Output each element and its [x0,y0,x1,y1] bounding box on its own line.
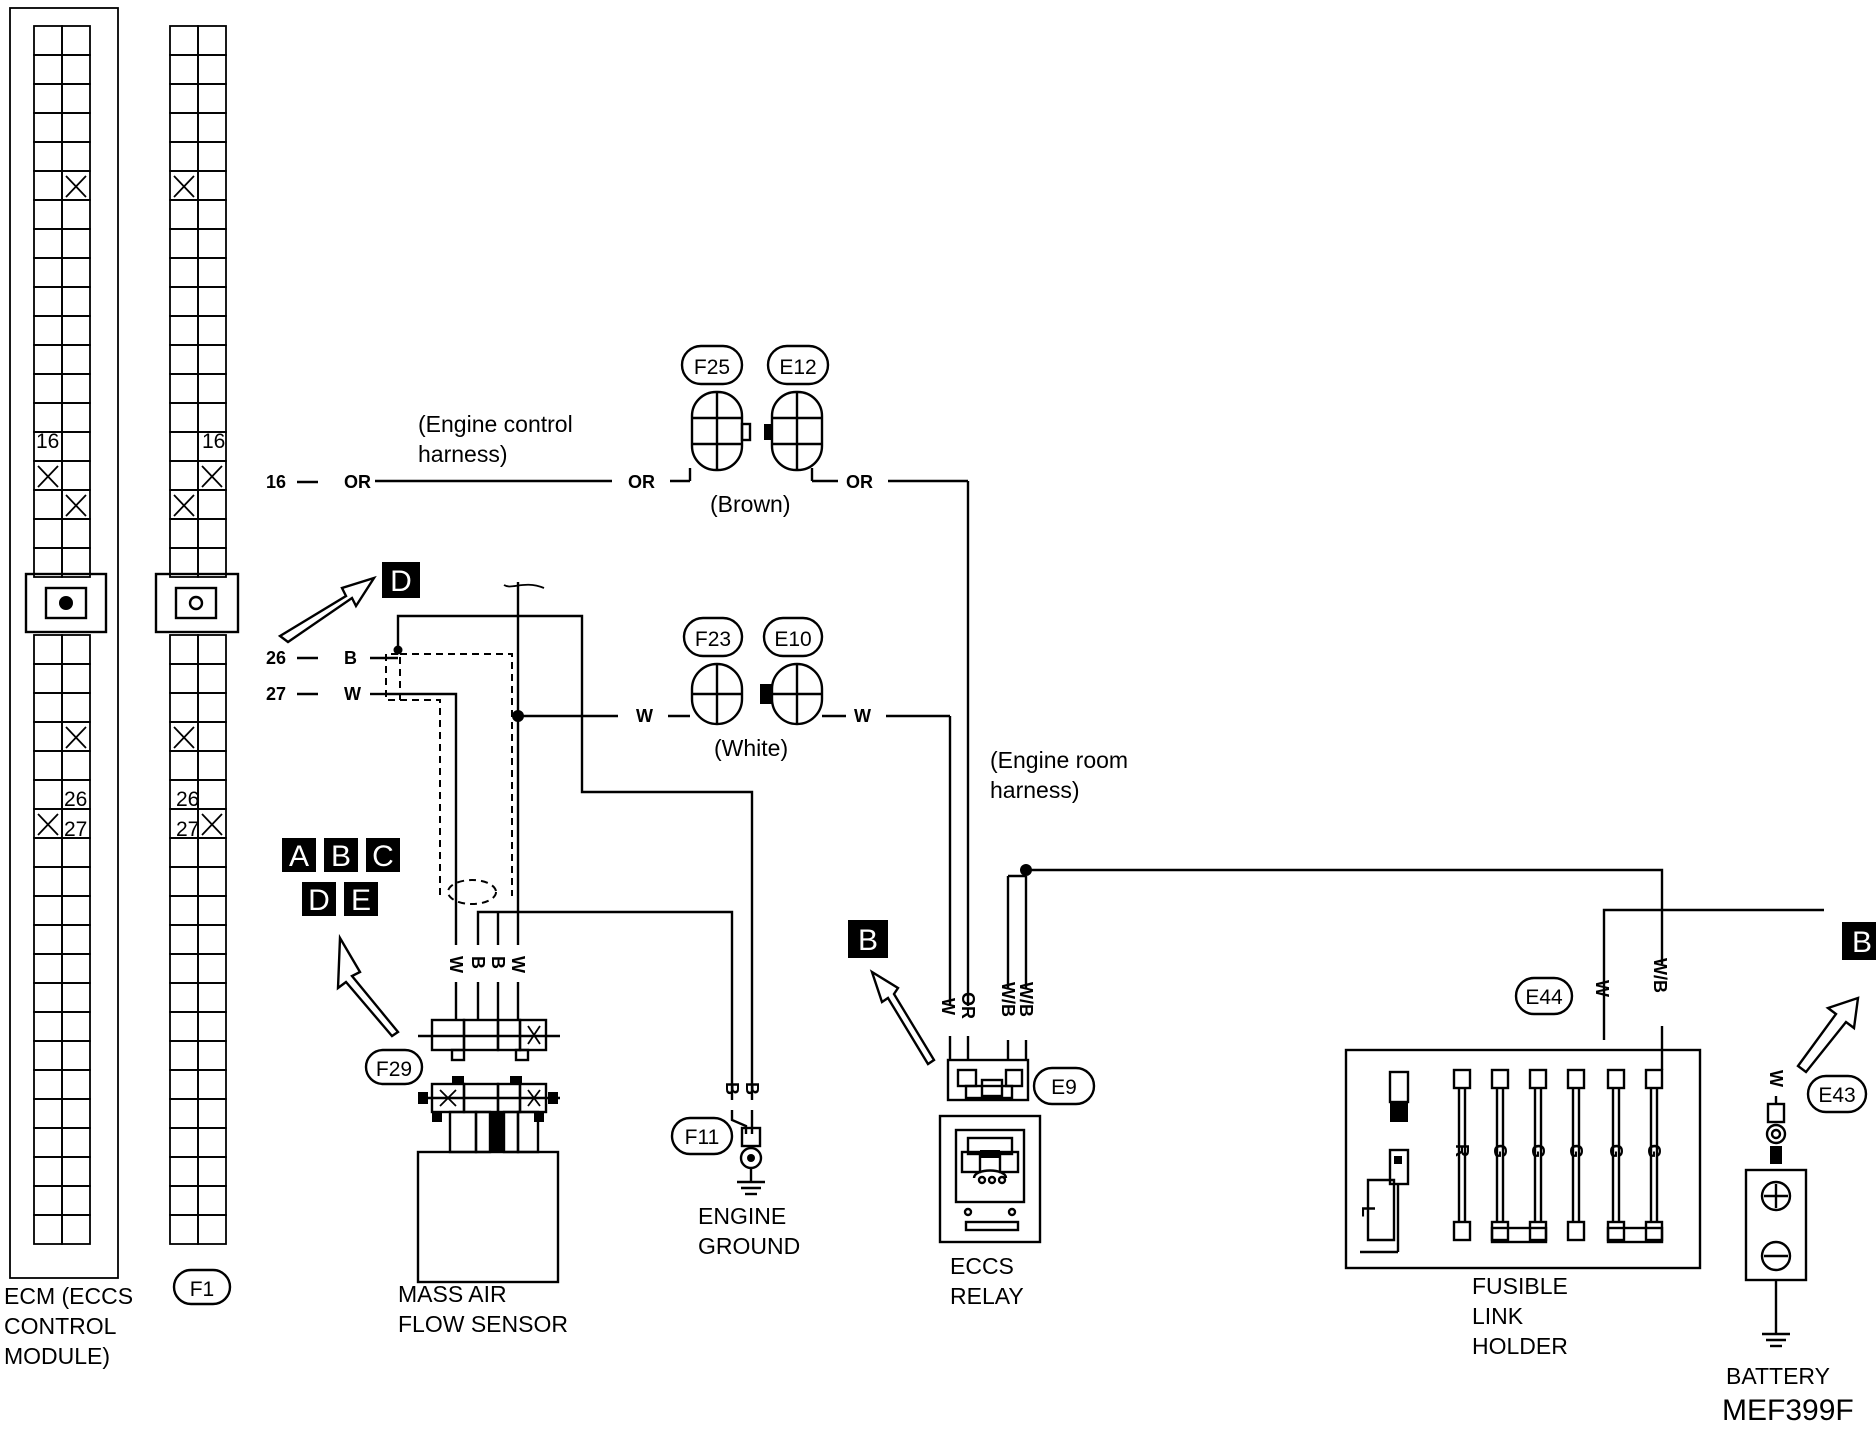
svg-text:B: B [742,1082,762,1095]
svg-text:B: B [331,840,351,873]
f1-pin-27: 27 [176,818,199,841]
connector-f23: F23 [682,616,744,726]
svg-text:BATTERY: BATTERY [1726,1363,1830,1389]
svg-text:W: W [938,998,958,1015]
svg-text:F1: F1 [190,1278,215,1301]
wire-or-3: OR [846,472,873,492]
battery: B E43 W BATTERY [1726,922,1876,1389]
terminal-27: 27 [266,684,286,704]
svg-text:E10: E10 [774,628,811,651]
engine-room-harness-2: harness) [990,777,1079,803]
svg-text:E: E [351,884,371,917]
svg-text:F29: F29 [376,1058,412,1081]
ref-abcde: A B C D E [282,838,400,1038]
maf-connector: F29 [364,1018,560,1284]
svg-text:MODULE): MODULE) [4,1343,110,1369]
svg-text:B: B [1852,926,1872,959]
svg-text:A: A [289,840,309,873]
engine-ground: B B F11 ENGINE GROUND [670,1082,800,1259]
svg-text:L: L [1358,1206,1378,1217]
svg-text:W/B: W/B [1016,982,1036,1017]
svg-text:W/B: W/B [998,982,1018,1017]
svg-text:W/B: W/B [1650,958,1670,993]
f1-connector-id: F1 [172,1268,232,1306]
svg-text:ECM (ECCS: ECM (ECCS [4,1283,133,1309]
svg-text:GROUND: GROUND [698,1233,800,1259]
maf-wire-labels: W B B W [446,956,528,973]
svg-text:W: W [446,956,466,973]
fuse-label: G [1490,1144,1510,1158]
ecm-pin-16: 16 [36,430,59,453]
fusible-link-holder: E44 W W/B L R G G G G G FUSIBLE LINK HOLDER [1344,958,1702,1359]
ref-d-arrow: D [277,562,420,644]
wire-w-1: W [344,684,361,704]
wire-w-3: W [854,706,871,726]
connector-e12: E12 [764,344,830,472]
fuse-label: G [1606,1144,1626,1158]
fuse-label: R [1452,1144,1472,1157]
ecm-label: ECM (ECCS CONTROL MODULE) [4,1283,133,1369]
ecm-connector: 16 26 27 [9,7,119,1279]
svg-text:W: W [1592,980,1612,997]
svg-text:RELAY: RELAY [950,1283,1024,1309]
f1-pin-26: 26 [176,788,199,811]
white-label: (White) [714,735,788,761]
wire-or-1: OR [344,472,371,492]
brown-label: (Brown) [710,491,791,517]
svg-text:B: B [488,956,508,969]
svg-text:E12: E12 [779,356,816,379]
terminal-26: 26 [266,648,286,668]
svg-text:B: B [722,1082,742,1095]
fuse-label: G [1644,1144,1664,1158]
wire-w-2: W [636,706,653,726]
svg-text:MASS AIR: MASS AIR [398,1281,507,1307]
engine-control-harness-1: (Engine control [418,411,573,437]
svg-text:C: C [372,840,394,873]
svg-text:E44: E44 [1525,986,1563,1009]
svg-text:ECCS: ECCS [950,1253,1014,1279]
figure-code: MEF399F [1722,1394,1854,1427]
wire-b-1: B [344,648,357,668]
svg-text:F23: F23 [695,628,731,651]
svg-text:F25: F25 [694,356,730,379]
svg-text:OR: OR [958,992,978,1019]
svg-text:CONTROL: CONTROL [4,1313,117,1339]
f1-connector: 16 26 27 [154,25,240,1245]
svg-text:B: B [858,924,878,957]
connector-f25: F25 [680,344,752,472]
svg-text:E9: E9 [1051,1076,1077,1099]
ecm-pin-26: 26 [64,788,87,811]
connector-e10: E10 [760,616,824,726]
svg-text:ENGINE: ENGINE [698,1203,786,1229]
wire-or-2: OR [628,472,655,492]
svg-text:FLOW SENSOR: FLOW SENSOR [398,1311,568,1337]
svg-text:D: D [308,884,330,917]
maf-label: MASS AIR FLOW SENSOR [398,1281,568,1337]
fuse-label: G [1566,1144,1586,1158]
eccs-relay: B W OR W/B W/B E9 ECCS RE [848,864,1096,1309]
svg-text:D: D [390,565,412,598]
engine-room-harness-1: (Engine room [990,747,1128,773]
svg-text:LINK: LINK [1472,1303,1524,1329]
svg-text:W: W [508,956,528,973]
svg-text:FUSIBLE: FUSIBLE [1472,1273,1568,1299]
svg-text:B: B [468,956,488,969]
svg-text:HOLDER: HOLDER [1472,1333,1568,1359]
terminal-16: 16 [266,472,286,492]
svg-text:E43: E43 [1818,1084,1855,1107]
fuse-label: G [1528,1144,1548,1158]
f1-pin-16: 16 [202,430,225,453]
ecm-pin-27: 27 [64,818,87,841]
svg-text:F11: F11 [685,1126,720,1149]
svg-text:W: W [1766,1070,1786,1087]
engine-control-harness-2: harness) [418,441,507,467]
